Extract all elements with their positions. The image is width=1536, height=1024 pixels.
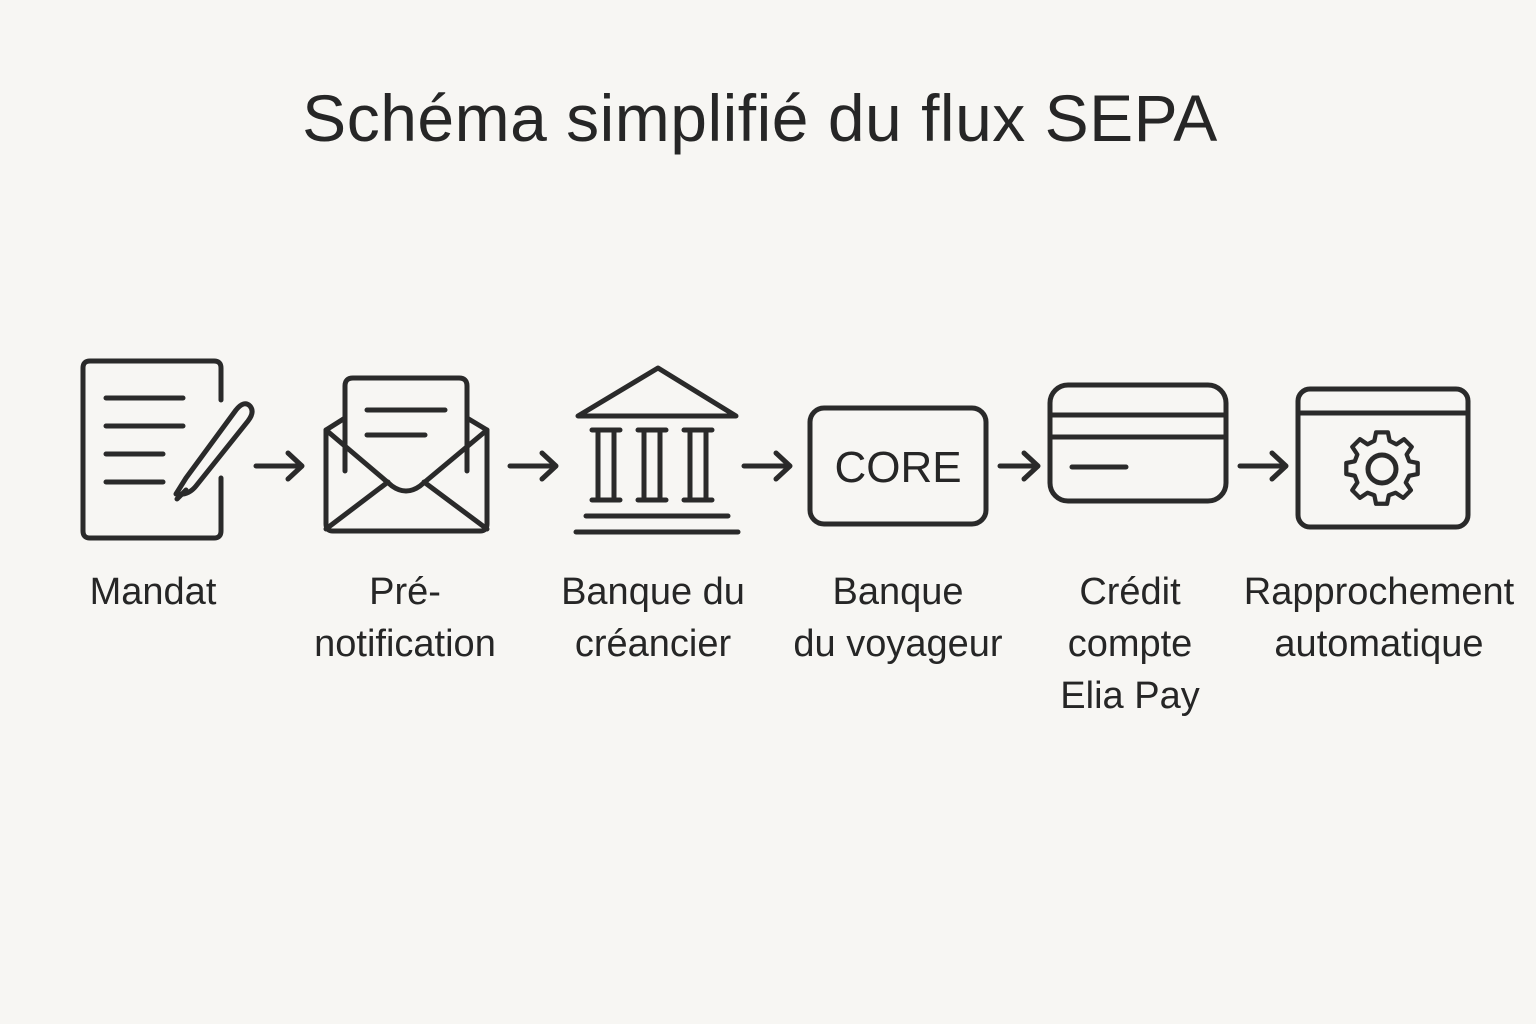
arrow-right-icon (1236, 449, 1292, 488)
window-gear-icon (1294, 385, 1472, 531)
core-box-icon: CORE (806, 404, 990, 528)
document-signature-icon (78, 358, 258, 543)
step-label-mandat: Mandat (89, 571, 217, 613)
step-label-credit-compte: Crédit compte Elia Pay (1060, 571, 1200, 717)
arrow-right-icon (996, 449, 1044, 488)
open-envelope-icon (320, 374, 492, 536)
arrow-right-icon (506, 449, 562, 488)
step-label-pre-notification: Pré- notification (314, 571, 496, 665)
gear-icon (1344, 430, 1420, 506)
step-label-rapprochement: Rapprochement automatique (1243, 571, 1515, 665)
diagram-title: Schéma simplifié du flux SEPA (302, 81, 1218, 155)
credit-card-icon (1046, 381, 1230, 505)
step-label-banque-voyageur: Banque du voyageur (793, 571, 1003, 665)
bank-building-icon (572, 364, 744, 536)
core-label: CORE (834, 443, 961, 492)
step-label-banque-creancier: Banque du créancier (561, 571, 745, 665)
arrow-right-icon (740, 449, 796, 488)
arrow-right-icon (252, 449, 308, 488)
